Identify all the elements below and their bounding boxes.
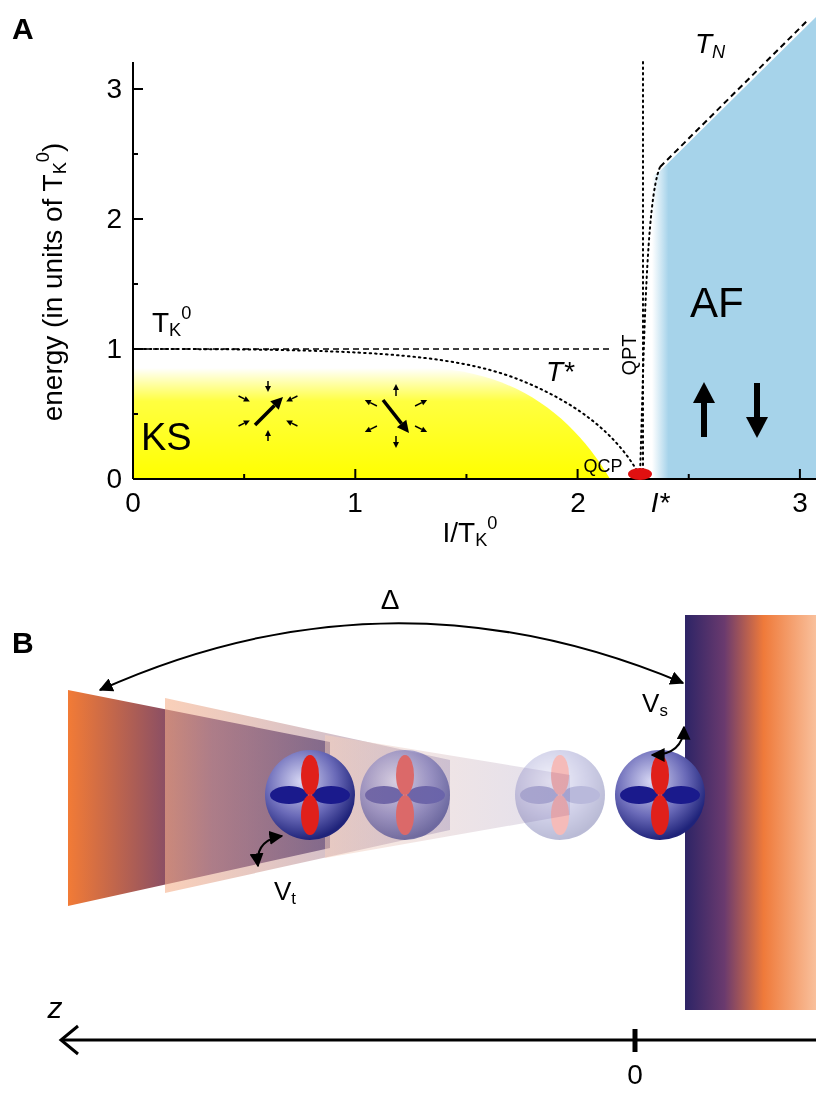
axis-name-group: z — [48, 993, 63, 1023]
tick-label-group: 2 — [570, 489, 586, 517]
region-shape — [650, 10, 816, 479]
tick-label-group: 3 — [792, 489, 808, 517]
axis-title: I/T — [443, 517, 476, 548]
axis-title: K — [475, 531, 487, 551]
tick-label-group: 0 — [106, 465, 122, 493]
gap-label-group: Δ — [381, 586, 400, 614]
scale-label-group: TK0 — [152, 304, 191, 339]
crossover-label: T* — [546, 356, 574, 387]
scale-label: 0 — [181, 303, 191, 323]
axis-title: energy (in units of T — [37, 174, 68, 421]
critical-point-label-group: QCP — [583, 457, 622, 475]
antiferromagnet-region: AF — [650, 10, 816, 479]
tick-label-group: I* — [651, 489, 670, 517]
region-label: AF — [690, 279, 744, 326]
tick-label: 1 — [106, 333, 122, 364]
tick-label-group: 3 — [106, 75, 122, 103]
tick-label-group: 1 — [347, 489, 363, 517]
panel-letter-group: A — [12, 14, 34, 44]
axis-title: 0 — [487, 513, 497, 533]
coupling-label: s — [659, 701, 667, 720]
tick-label: 0 — [627, 1059, 643, 1090]
panel-letter: A — [12, 12, 34, 45]
axis-name: z — [48, 991, 63, 1024]
tick-label: 0 — [125, 487, 141, 518]
coupling-label: V — [274, 876, 291, 906]
transition-label-group: QPT — [619, 334, 639, 375]
tick-label-group: 0 — [125, 489, 141, 517]
axis-title-group: energy (in units of TK0) — [34, 143, 69, 422]
axis-title: ) — [37, 143, 68, 152]
tick-label-group: 1 — [106, 335, 122, 363]
gap-label: Δ — [381, 584, 400, 615]
axis-title: K — [51, 162, 71, 174]
tick-label: 0 — [106, 463, 122, 494]
axis-title: 0 — [33, 152, 53, 162]
adatom-chain — [61, 615, 816, 1054]
crossover-label-group: T* — [546, 358, 574, 386]
neel-label: N — [712, 41, 725, 61]
coupling-label: V — [642, 688, 659, 718]
tick-label: 3 — [106, 73, 122, 104]
neel-label: T — [695, 28, 712, 59]
panel-letter-group: B — [12, 628, 34, 658]
critical-point-label: QCP — [583, 456, 622, 476]
coupling-label-group: Vs — [642, 690, 668, 720]
coupling-label-group: Vt — [274, 878, 296, 908]
transition-label: QPT — [618, 334, 640, 375]
tick-label: 3 — [792, 487, 808, 518]
coupling-label: t — [291, 889, 296, 908]
tick-label: I* — [651, 487, 670, 518]
tick-label: 2 — [570, 487, 586, 518]
neel-label-group: TN — [695, 30, 725, 61]
region-label: KS — [141, 416, 192, 458]
panel-letter: B — [12, 626, 34, 659]
axis-title-group: I/TK0 — [443, 514, 498, 549]
tick-label: 1 — [347, 487, 363, 518]
tick-label-group: 0 — [627, 1061, 643, 1089]
tick-label-group: 2 — [106, 205, 122, 233]
scale-label: T — [152, 307, 169, 338]
scale-label: K — [169, 321, 181, 341]
tick-label: 2 — [106, 203, 122, 234]
